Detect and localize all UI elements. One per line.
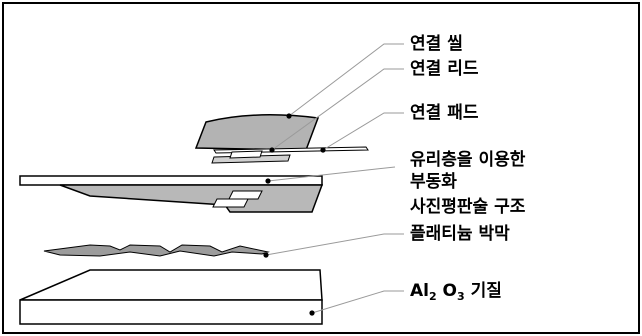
substrate-suffix: 기질 <box>464 281 502 301</box>
substrate-o-sub: 3 <box>457 290 465 303</box>
substrate-o: O <box>436 281 458 301</box>
dot-substrate <box>309 310 315 316</box>
connection-pad-shape-2 <box>229 150 263 159</box>
substrate-al-sub: 2 <box>428 290 437 303</box>
leader-glass <box>267 166 396 182</box>
substrate-top <box>19 269 323 301</box>
label-glass-passivation-line1: 유리층을 이용한 <box>410 150 526 170</box>
glass-layer-body <box>59 184 324 213</box>
label-connection-seal: 연결 씰 <box>410 34 463 54</box>
label-platinum-film: 플래티늄 박막 <box>410 224 510 244</box>
label-substrate: Al2 O3 기질 <box>410 281 502 307</box>
leader-lead <box>271 68 404 151</box>
leader-pad <box>322 112 404 151</box>
dot-seal <box>286 113 292 119</box>
dot-pad <box>320 147 326 153</box>
substrate-al: Al <box>410 281 429 301</box>
label-photolithography-structure: 사진평판술 구조 <box>410 197 526 217</box>
platinum-film-shape <box>43 244 270 257</box>
label-glass-passivation-line2: 부동화 <box>410 172 457 192</box>
substrate-front <box>19 299 323 325</box>
label-connection-lead: 연결 리드 <box>410 59 479 79</box>
label-connection-pad: 연결 패드 <box>410 103 479 123</box>
leader-seal <box>288 43 404 117</box>
leader-substrate <box>311 290 404 314</box>
connection-seal-shape <box>194 114 320 151</box>
leader-platinum <box>265 233 404 256</box>
leader-dots <box>263 113 326 316</box>
glass-window-1 <box>228 190 263 200</box>
dot-lead <box>269 147 275 153</box>
leader-lines <box>265 43 404 314</box>
dot-glass <box>265 178 271 184</box>
dot-platinum <box>263 252 269 258</box>
glass-window-2 <box>212 198 249 208</box>
